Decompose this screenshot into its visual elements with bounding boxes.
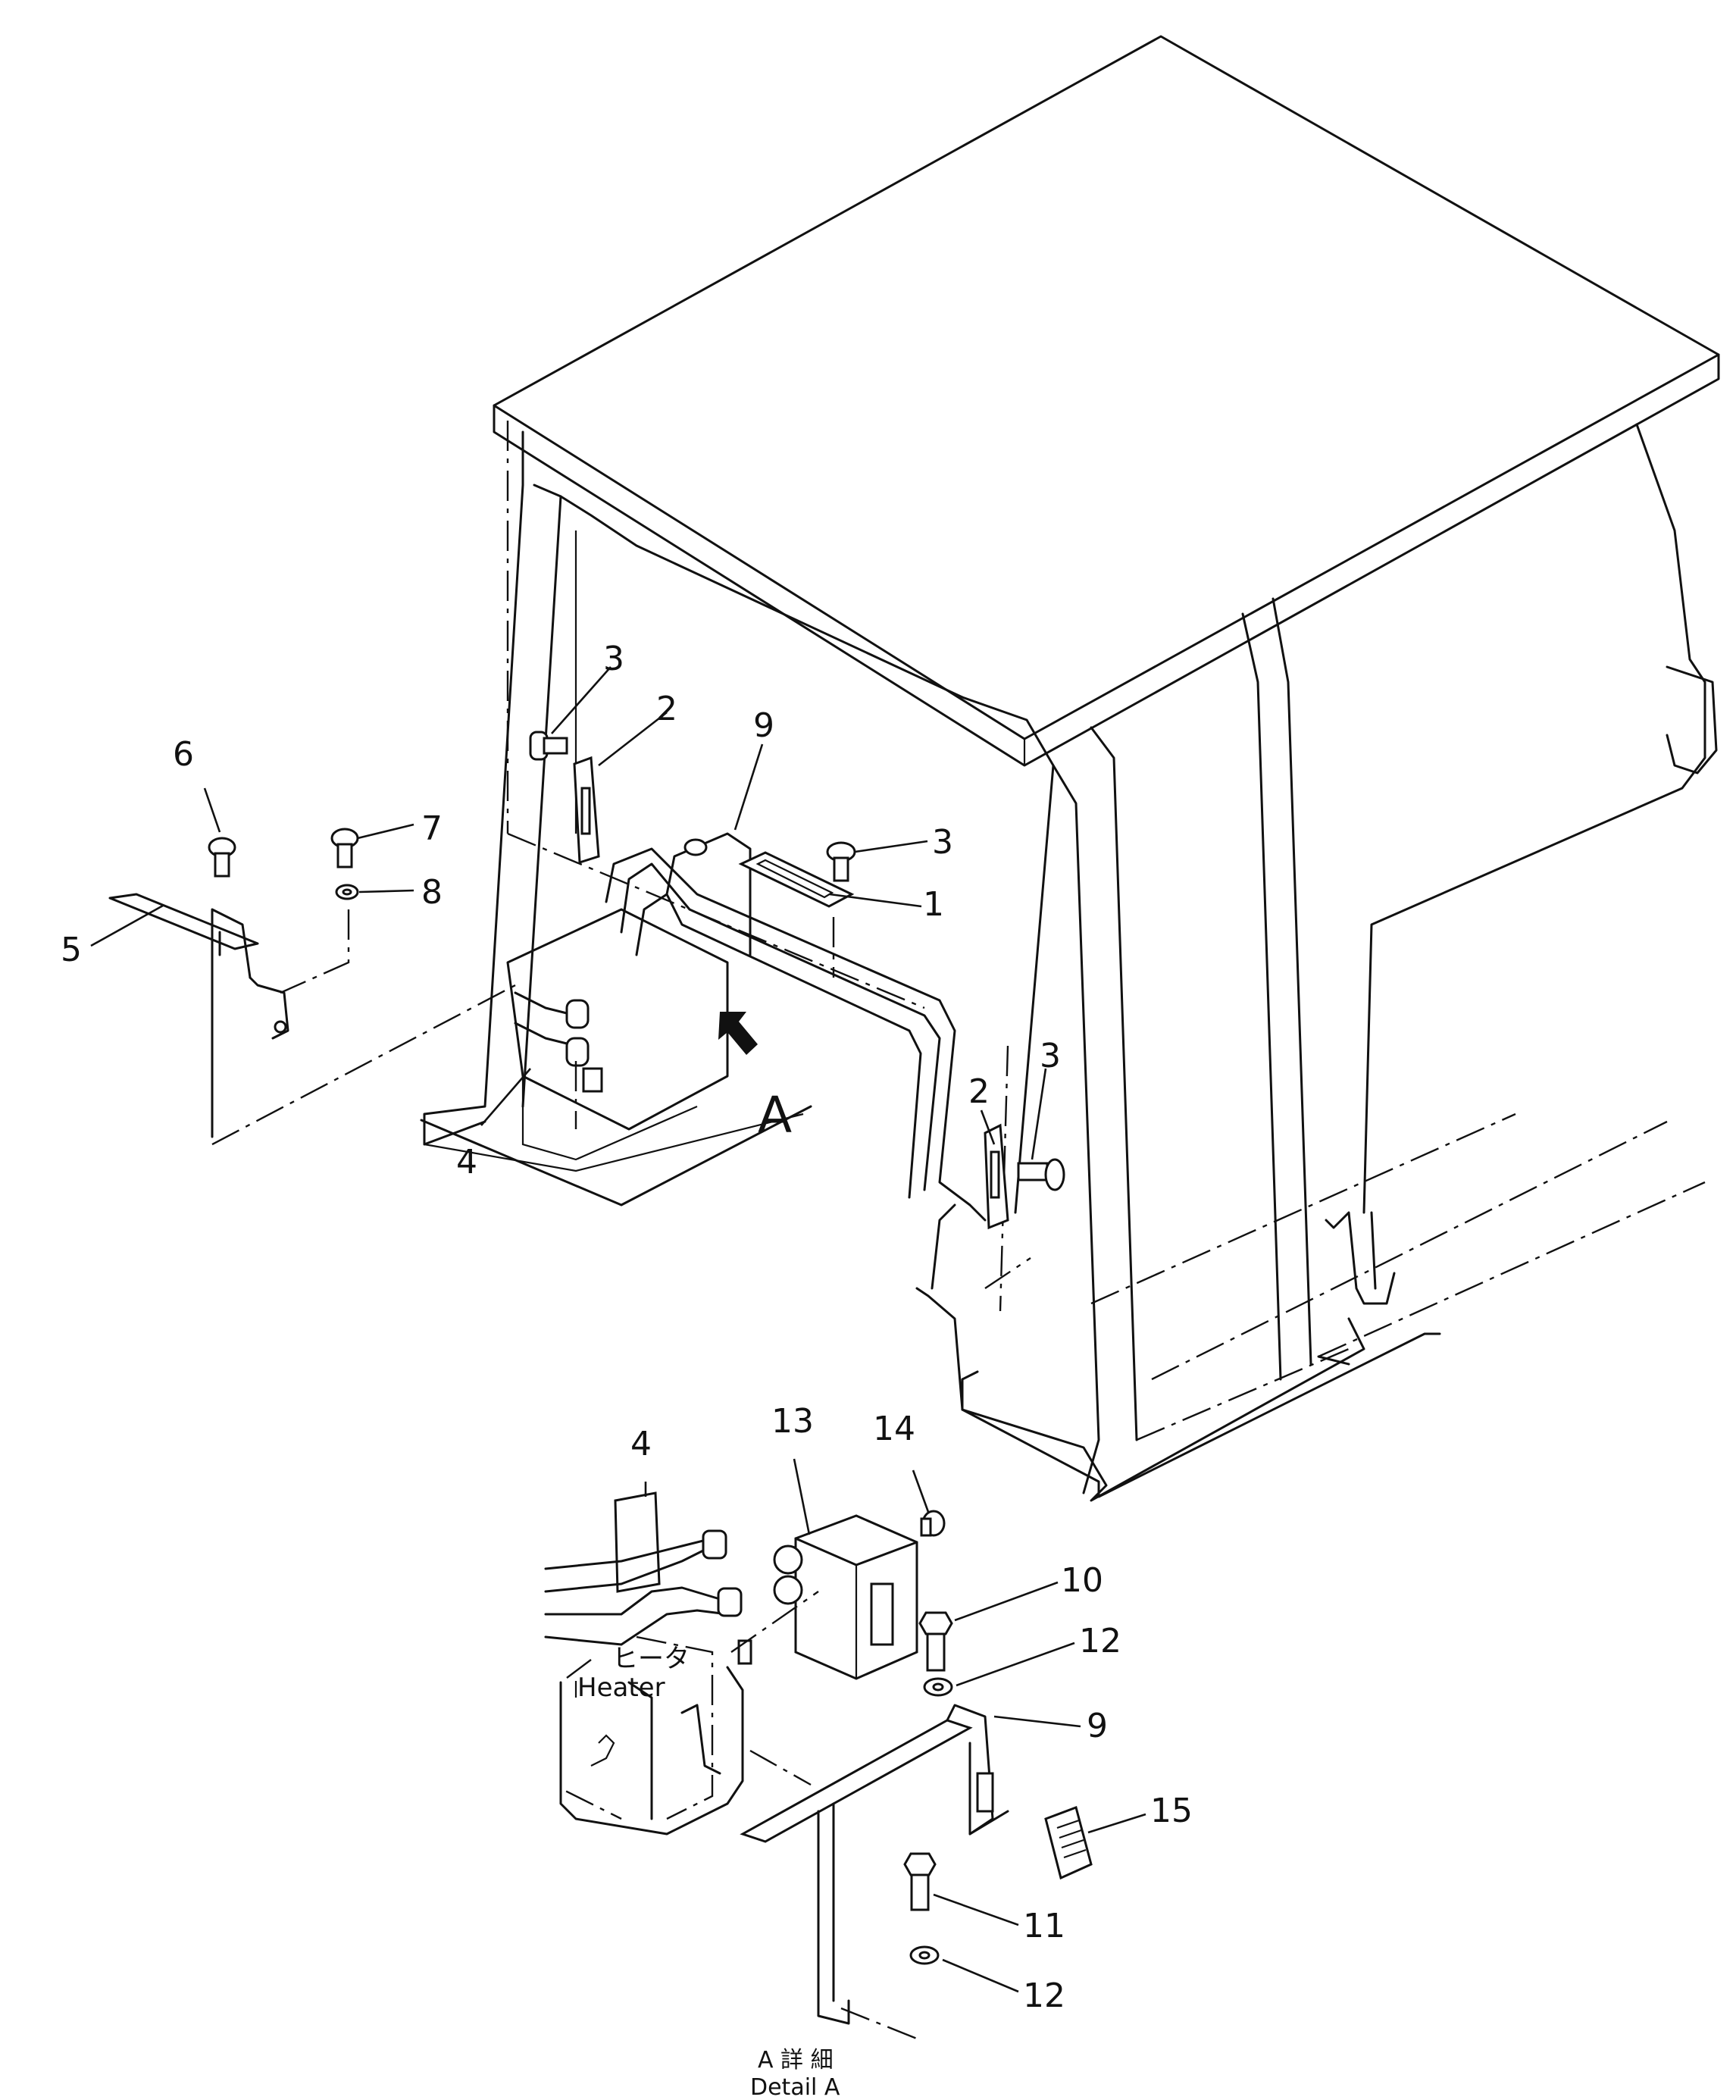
bolt-10 [918, 1611, 953, 1672]
bracket-part-5 [108, 893, 289, 1138]
callout-1: 1 [923, 885, 944, 924]
callout-5: 5 [61, 931, 82, 969]
bolt-14 [920, 1510, 946, 1537]
callout-14: 14 [873, 1410, 915, 1448]
bolt-3-left [529, 731, 568, 761]
operator-cab [423, 35, 1720, 1502]
callout-13: 13 [771, 1402, 814, 1441]
heater-label-en: Heater [577, 1673, 665, 1703]
callout-8: 8 [421, 873, 443, 912]
detail-caption-jp: A 詳 細 [758, 2047, 834, 2073]
callout-4-detail: 4 [630, 1425, 652, 1463]
heater-label-jp: ヒータ [612, 1644, 690, 1674]
clip-2-right [984, 1123, 1009, 1230]
washer-12-top [923, 1677, 953, 1697]
callout-6: 6 [173, 735, 194, 774]
callout-2-right: 2 [968, 1072, 990, 1111]
plate-1 [738, 851, 855, 908]
bolt-3-top [826, 841, 856, 882]
callout-2-left: 2 [656, 690, 677, 728]
callout-7: 7 [421, 809, 443, 848]
bolt-3-right [1017, 1158, 1065, 1191]
callout-9-upper: 9 [753, 706, 774, 745]
callout-15: 15 [1150, 1792, 1193, 1830]
bolt-11 [903, 1852, 937, 1911]
callout-3-right: 3 [1040, 1037, 1061, 1075]
callout-12-bottom: 12 [1023, 1976, 1065, 2015]
bolt-7 [330, 828, 359, 868]
callout-3-top: 3 [932, 823, 953, 862]
washer-8 [335, 884, 359, 900]
detail-caption-en: Detail A [750, 2074, 840, 2100]
callout-11: 11 [1023, 1907, 1065, 1945]
callout-4-upper: 4 [456, 1143, 477, 1181]
bolt-6 [208, 837, 236, 878]
view-marker-a: A [758, 1086, 792, 1144]
callout-10: 10 [1061, 1561, 1103, 1600]
callout-12-top: 12 [1079, 1622, 1121, 1660]
washer-12-bottom [909, 1945, 940, 1965]
callout-9-detail: 9 [1087, 1707, 1108, 1745]
leader-lines [90, 666, 1146, 1993]
clip-2-left [573, 756, 600, 865]
callout-labels: 1 2 2 3 3 3 4 4 5 6 7 8 9 9 10 11 12 12 … [61, 640, 1193, 2015]
detail-a-assembly [544, 1491, 1009, 2040]
heater-duct-assembly [211, 832, 1031, 1289]
grille-15 [1044, 1806, 1093, 1880]
callout-3-left: 3 [603, 640, 624, 678]
